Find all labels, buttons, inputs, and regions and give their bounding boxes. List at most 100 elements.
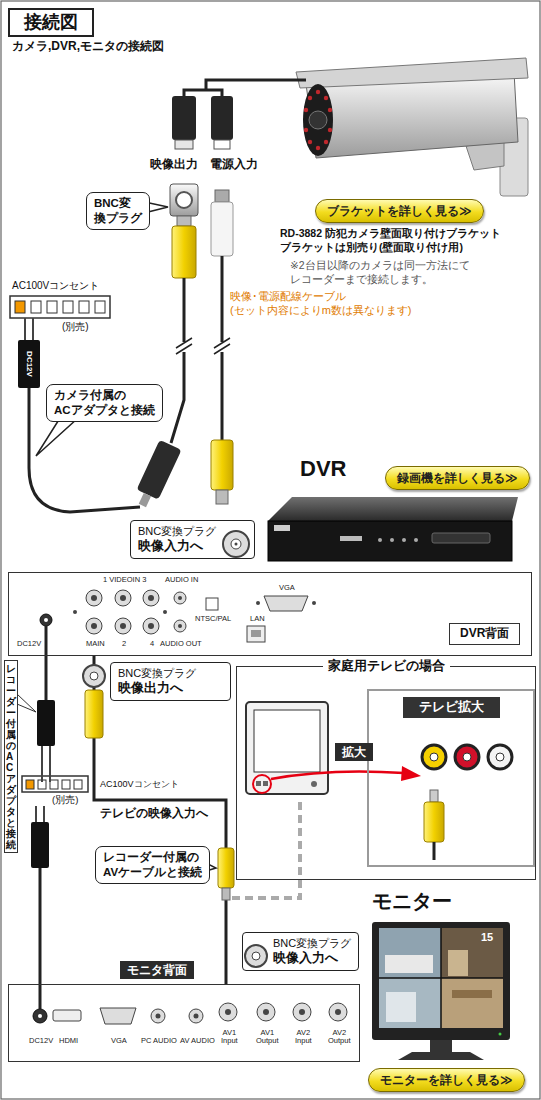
box-text: モニタ背面 [127, 962, 187, 978]
monitor-rear-jacks [33, 1003, 347, 1024]
dvr-drawing [274, 525, 290, 531]
plug-note-box: BNC変換プラグ映像入力へ [130, 520, 255, 559]
camera-drawing [303, 84, 333, 156]
camera-cable [215, 190, 229, 202]
monitor-rear-jacks [100, 1008, 136, 1024]
camera-cable [216, 490, 228, 504]
diagram-title: 接続図 [8, 8, 94, 37]
dvr-rear-jacks [174, 592, 186, 604]
camera-cable [131, 440, 181, 511]
dvr-rear-jacks [40, 590, 316, 642]
screen-number: 15 [481, 931, 493, 945]
rca-plug [218, 848, 234, 888]
port-label: DC12V [29, 1037, 53, 1045]
tv-drawing [401, 766, 421, 781]
tv-drawing [455, 745, 479, 769]
dvr-rear-jacks [178, 596, 182, 600]
monitor-drawing [386, 992, 416, 1022]
monitor-rear-jacks [151, 1009, 165, 1023]
box-text: BNC変換プラグ [94, 196, 142, 226]
port-label: AUDIO IN [165, 576, 198, 584]
cable-note: 映像･電源配線ケーブル (セット内容によりm数は異なります) [230, 289, 411, 318]
port-label: AV1 Input [221, 1029, 238, 1046]
camera-drawing [296, 58, 528, 88]
box-text: レコーダー付属の ACアダプタと接続 [6, 663, 16, 850]
tv-drawing [488, 745, 512, 769]
dvr-rear-jacks [91, 623, 97, 629]
dvr-rear-panel: 1 VIDEOIN 3AUDIO INVGANTSC/PALLANDC12VMA… [8, 572, 532, 656]
connector-label: 映像出力 [150, 157, 198, 172]
power-outlet [10, 296, 110, 318]
device-name: DVR [300, 455, 346, 483]
dvr-rear-jacks [143, 590, 159, 606]
tv-drawing [256, 781, 261, 786]
ac-adapter [36, 418, 78, 456]
dvr-rear-jacks [115, 618, 131, 634]
camera-drawing [309, 111, 327, 129]
dvr-rear-jacks [251, 630, 261, 637]
box-text: 映像出力へ [118, 680, 196, 697]
dvr-power-adapter [22, 776, 88, 792]
link-button: ブラケットを詳しく見る≫ [315, 199, 484, 223]
monitor-drawing [372, 922, 510, 1040]
camera-cable [170, 184, 198, 216]
adapter-label: DC12V [24, 351, 34, 377]
dvr-rear-jacks [148, 623, 154, 629]
zoom-panel: テレビ拡大 [367, 689, 535, 867]
dvr-drawing [340, 536, 362, 541]
port-label: HDMI [59, 1037, 78, 1045]
camera-cable [177, 216, 191, 226]
tv-drawing [311, 781, 317, 787]
port-label: AV2 Input [295, 1029, 312, 1046]
tv-drawing [433, 842, 436, 860]
dvr-power-adapter [62, 780, 70, 789]
monitor-rear-jacks [329, 1003, 347, 1021]
box-text: 家庭用テレビの場合 [323, 657, 450, 675]
tv-drawing [463, 753, 471, 761]
dvr-rear-jacks [86, 590, 102, 606]
tv-drawing [430, 790, 438, 802]
monitor-rear-jacks [33, 1009, 47, 1023]
bnc-plug-icon [245, 945, 267, 967]
box-text: BNC変換プラグ [118, 666, 196, 680]
monitor-drawing [398, 1052, 484, 1060]
tv-drawing [232, 702, 512, 898]
dvr-rear-jacks [86, 618, 102, 634]
dvr-drawing [268, 521, 512, 561]
monitor-rear-jacks [225, 1009, 231, 1015]
monitor-rear-jacks [293, 1003, 311, 1021]
subtitle: カメラ,DVR,モニタの接続図 [12, 39, 164, 54]
dvr-drawing [268, 497, 518, 521]
plug-note-box: BNC変換プラグ映像入力へ [242, 932, 359, 971]
callout-box: BNC変換プラグ [86, 192, 150, 230]
dvr-rear-jacks [312, 601, 316, 605]
bnc-plug-icon [85, 690, 103, 738]
note-text: ※2台目以降のカメラは同一方法にて レコーダーまで接続します。 [290, 259, 470, 286]
monitor-rear-jacks [38, 1014, 42, 1018]
port-label: PC AUDIO [141, 1037, 177, 1045]
panel-tag: DVR背面 [449, 623, 520, 645]
ac-adapter [18, 340, 40, 388]
monitor-drawing [379, 928, 441, 978]
vertical-callout: レコーダー付属の ACアダプタと接続 [4, 660, 18, 853]
monitor-power-adapter [36, 806, 44, 822]
port-label: AUDIO OUT [160, 640, 202, 648]
tv-drawing [232, 797, 300, 898]
monitor-rear-jacks [263, 1009, 269, 1015]
dvr-rear-jacks [264, 596, 308, 611]
power-outlet [15, 301, 25, 313]
port-label: DC12V [17, 640, 41, 648]
box-text: 拡大 [342, 744, 366, 760]
dvr-power-adapter [26, 780, 34, 789]
camera-cable [211, 440, 233, 490]
camera-drawing [304, 128, 308, 132]
box-text: 映像入力へ [273, 950, 351, 967]
dvr-rear-jacks [120, 623, 126, 629]
camera-drawing [316, 90, 320, 94]
link-button: モニターを詳しく見る≫ [368, 1068, 525, 1092]
dvr-rear-jacks [148, 595, 154, 601]
camera-cable [137, 440, 182, 500]
video-cable [94, 656, 226, 984]
monitor-power-adapter [31, 806, 49, 1009]
port-label: VGA [111, 1037, 127, 1045]
